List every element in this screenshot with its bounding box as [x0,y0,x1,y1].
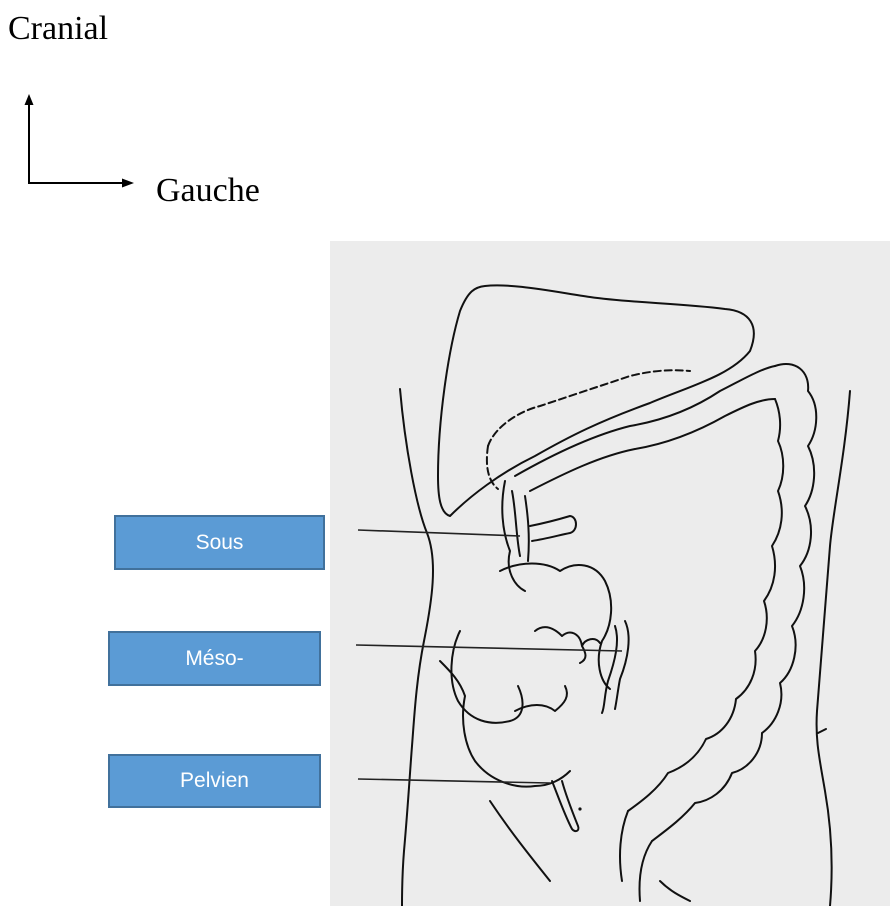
label-pelvien-text: Pelvien [180,769,249,793]
label-sous: Sous [114,515,325,570]
label-meso: Méso- [108,631,321,686]
label-sous-text: Sous [196,531,244,555]
leader-line-pelvien [358,779,550,783]
label-meso-text: Méso- [185,647,243,671]
leader-line-sous [358,530,520,536]
leader-line-meso [356,645,622,651]
label-pelvien: Pelvien [108,754,321,808]
